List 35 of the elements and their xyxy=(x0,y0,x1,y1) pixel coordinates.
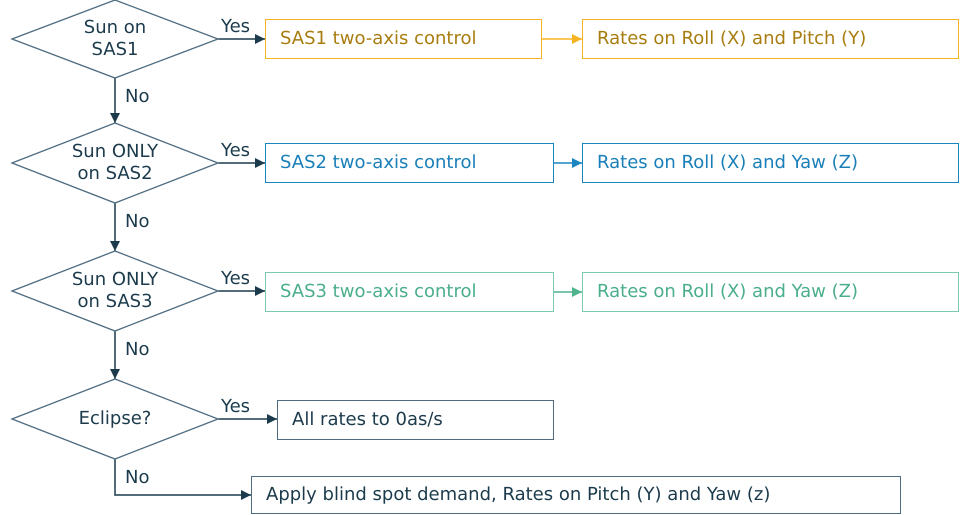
box-text: All rates to 0as/s xyxy=(292,409,443,431)
box-text: SAS1 two-axis control xyxy=(280,28,476,50)
arrow xyxy=(554,287,582,297)
decision-diamond xyxy=(12,251,218,331)
process-box xyxy=(582,272,959,312)
arrow xyxy=(110,203,120,251)
arrow xyxy=(218,34,265,44)
box-text: Rates on Roll (X) and Yaw (Z) xyxy=(597,281,858,303)
arrow xyxy=(554,158,582,168)
decision-text: Sun ONLY on SAS2 xyxy=(70,141,160,185)
arrow xyxy=(218,158,265,168)
decision-diamond xyxy=(12,379,218,459)
process-box xyxy=(582,19,959,59)
arrow xyxy=(110,78,120,123)
box-text: Rates on Roll (X) and Yaw (Z) xyxy=(597,152,858,174)
decision-text: Sun ONLY on SAS3 xyxy=(70,269,160,313)
arrow xyxy=(114,459,251,500)
process-box xyxy=(265,143,554,183)
decision-diamond xyxy=(12,0,218,78)
box-text: SAS3 two-axis control xyxy=(280,281,476,303)
box-text: SAS2 two-axis control xyxy=(280,152,476,174)
arrow xyxy=(218,414,277,424)
decision-text: Eclipse? xyxy=(78,408,152,430)
process-box xyxy=(265,272,554,312)
process-box xyxy=(277,400,554,440)
process-box xyxy=(582,143,959,183)
process-box xyxy=(251,476,901,514)
box-text: Apply blind spot demand, Rates on Pitch (Y) and Yaw (z) xyxy=(266,484,770,506)
decision-diamond xyxy=(12,123,218,203)
decision-text: Sun on SAS1 xyxy=(82,17,148,61)
process-box xyxy=(265,19,542,59)
box-text: Rates on Roll (X) and Pitch (Y) xyxy=(597,28,866,50)
arrow xyxy=(542,34,582,44)
arrow xyxy=(218,286,265,296)
arrow xyxy=(110,331,120,379)
